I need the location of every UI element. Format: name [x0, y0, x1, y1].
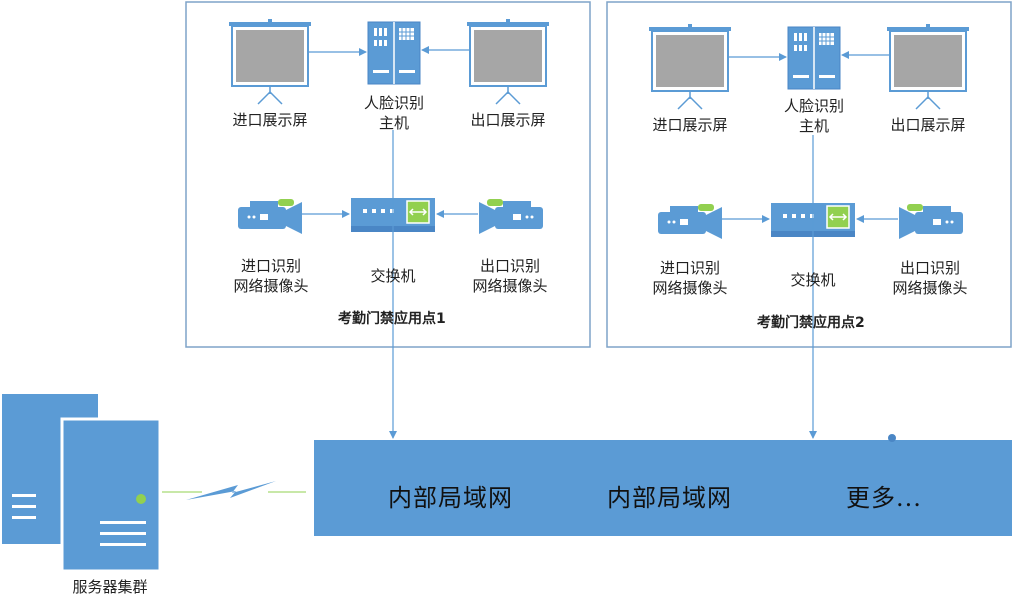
exit-camera-1-label: 出口识别 网络摄像头: [472, 257, 548, 295]
server-cluster-icon: [2, 394, 162, 573]
lan-label-2: 内部局域网: [607, 484, 732, 512]
lan-label-1: 内部局域网: [388, 484, 513, 512]
entry-camera-1-label: 进口识别 网络摄像头: [233, 257, 309, 295]
lan-dot: [888, 434, 896, 442]
exit-screen-2-label: 出口展示屏: [890, 116, 966, 134]
entry-camera-2-label: 进口识别 网络摄像头: [652, 259, 728, 297]
entry-screen-1-label: 进口展示屏: [232, 111, 308, 129]
switch-2-label: 交换机: [790, 271, 836, 289]
exit-camera-2-label: 出口识别 网络摄像头: [892, 259, 968, 297]
switch-1-label: 交换机: [370, 267, 416, 285]
lightning-link-icon: [162, 481, 306, 500]
exit-screen-1-label: 出口展示屏: [470, 111, 546, 129]
lan-bar: [314, 440, 1012, 536]
face-host-1-icon: [367, 21, 421, 85]
face-host-2-label: 人脸识别 主机: [783, 97, 844, 135]
site-1-title: 考勤门禁应用点1: [338, 311, 446, 327]
lan-label-more: 更多...: [846, 484, 922, 512]
site-2-title: 考勤门禁应用点2: [757, 315, 865, 331]
entry-screen-2-label: 进口展示屏: [652, 116, 728, 134]
server-cluster-label: 服务器集群: [72, 578, 148, 596]
face-host-1-label: 人脸识别 主机: [363, 94, 424, 132]
face-host-2-icon: [787, 26, 841, 90]
